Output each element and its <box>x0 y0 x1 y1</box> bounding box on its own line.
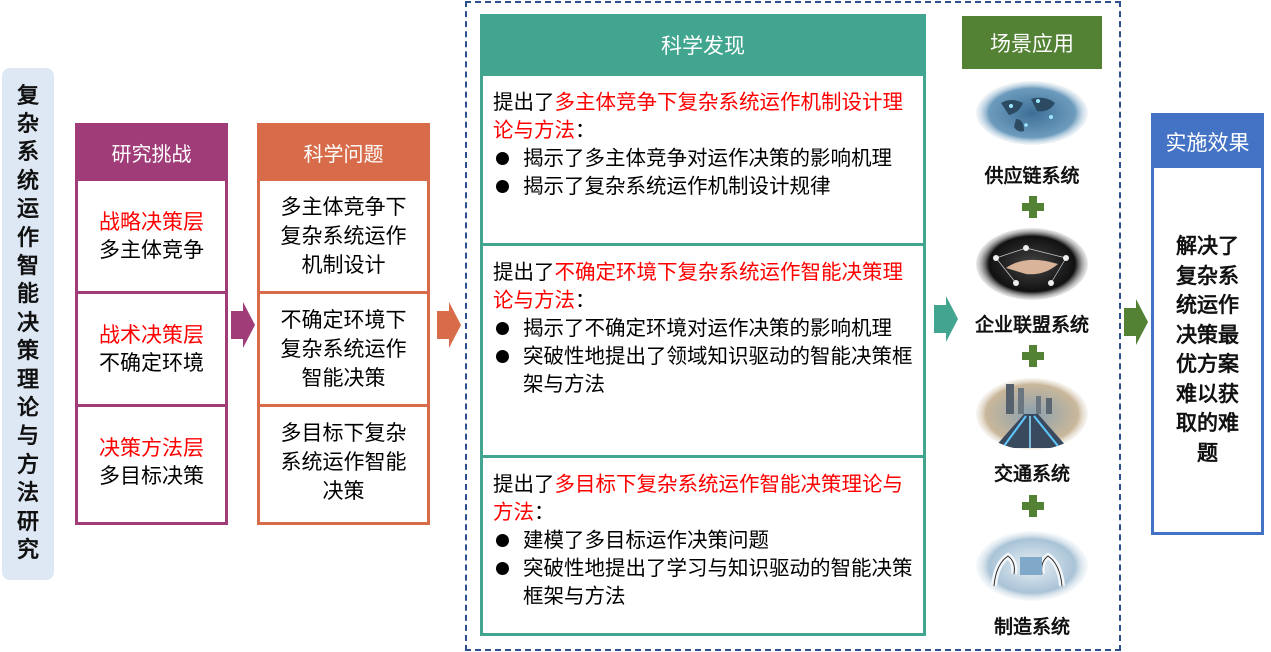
bullet-item: 突破性地提出了领域知识驱动的智能决策框架与方法 <box>493 342 913 398</box>
side-title-char: 方 <box>16 452 39 478</box>
question-line: 多主体竞争下 <box>280 194 407 219</box>
finding-highlight: 多主体竞争下复杂系统运作机制设计理论与方法 <box>493 90 903 142</box>
handshake-network-image <box>976 228 1088 300</box>
challenge-item: 决策方法层 多目标决策 <box>78 404 225 517</box>
finding-suffix: ： <box>575 118 596 142</box>
finding-bullets: 建模了多目标运作决策问题 突破性地提出了学习与知识驱动的智能决策框架与方法 <box>493 526 913 610</box>
side-title-char: 究 <box>16 538 39 564</box>
finding-lead: 提出了 <box>493 260 555 284</box>
challenge-level: 决策方法层 <box>99 436 204 460</box>
challenge-level: 战术决策层 <box>99 323 204 347</box>
finding-highlight: 不确定环境下复杂系统运作智能决策理论与方法 <box>493 260 903 312</box>
effect-header: 实施效果 <box>1154 116 1261 168</box>
challenge-desc: 多主体竞争 <box>99 238 204 262</box>
city-highway-image <box>976 378 1088 450</box>
question-line: 多目标下复杂 <box>280 420 407 445</box>
side-title-char: 智 <box>16 253 39 279</box>
finding-suffix: ： <box>534 500 555 524</box>
arrow-right-icon <box>437 302 461 348</box>
finding-lead: 提出了 <box>493 90 555 114</box>
challenge-column: 研究挑战 战略决策层 多主体竞争 战术决策层 不确定环境 决策方法层 多目标决策 <box>75 123 228 525</box>
side-title-char: 统 <box>16 168 39 194</box>
side-title-char: 作 <box>16 225 39 251</box>
finding-block: 提出了多主体竞争下复杂系统运作机制设计理论与方法： 揭示了多主体竞争对运作决策的… <box>483 73 923 243</box>
side-title-char: 运 <box>16 197 39 223</box>
effect-column: 实施效果 解决了复杂系统运作决策最优方案难以获取的难题 <box>1151 113 1264 535</box>
side-title-char: 决 <box>16 310 39 336</box>
challenge-desc: 多目标决策 <box>99 464 204 488</box>
question-line: 不确定环境下 <box>280 307 407 332</box>
bullet-item: 建模了多目标运作决策问题 <box>493 526 913 554</box>
bullet-item: 揭示了不确定环境对运作决策的影响机理 <box>493 314 913 342</box>
findings-applications-group <box>465 1 1121 651</box>
question-item: 多目标下复杂 系统运作智能 决策 <box>260 404 427 517</box>
finding-block: 提出了不确定环境下复杂系统运作智能决策理论与方法： 揭示了不确定环境对运作决策的… <box>483 243 923 455</box>
robot-arms-factory-image <box>976 531 1088 601</box>
challenge-header: 研究挑战 <box>78 126 225 178</box>
finding-title: 提出了多主体竞争下复杂系统运作机制设计理论与方法： <box>493 88 913 144</box>
side-title-char: 杂 <box>16 111 39 137</box>
question-header: 科学问题 <box>260 126 427 178</box>
scenario-header: 场景应用 <box>962 16 1102 69</box>
side-title-char: 研 <box>16 509 39 535</box>
scenario-label: 交通系统 <box>993 463 1070 485</box>
arrow-right-icon <box>934 296 958 342</box>
question-item: 多主体竞争下 复杂系统运作 机制设计 <box>260 178 427 291</box>
supply-chain-world-map-image <box>976 81 1088 145</box>
question-column: 科学问题 多主体竞争下 复杂系统运作 机制设计 不确定环境下 复杂系统运作 智能… <box>257 123 430 525</box>
side-title-char: 能 <box>16 282 39 308</box>
finding-bullets: 揭示了多主体竞争对运作决策的影响机理 揭示了复杂系统运作机制设计规律 <box>493 144 913 200</box>
question-line: 复杂系统运作 <box>280 223 407 248</box>
side-title: 复杂系统运作智能决策理论与方法研究 <box>2 68 54 580</box>
effect-body: 解决了复杂系统运作决策最优方案难以获取的难题 <box>1154 168 1261 532</box>
question-line: 决策 <box>322 478 365 503</box>
question-line: 机制设计 <box>301 252 386 277</box>
challenge-level: 战略决策层 <box>99 210 204 234</box>
scenario-label: 企业联盟系统 <box>974 314 1089 336</box>
discovery-column: 科学发现 提出了多主体竞争下复杂系统运作机制设计理论与方法： 揭示了多主体竞争对… <box>480 14 926 636</box>
side-title-char: 法 <box>16 481 39 507</box>
finding-lead: 提出了 <box>493 472 555 496</box>
finding-highlight: 多目标下复杂系统运作智能决策理论与方法 <box>493 472 903 524</box>
plus-icon <box>1022 345 1044 367</box>
finding-block: 提出了多目标下复杂系统运作智能决策理论与方法： 建模了多目标运作决策问题 突破性… <box>483 455 923 636</box>
scenario-label: 供应链系统 <box>984 165 1080 187</box>
bullet-item: 揭示了复杂系统运作机制设计规律 <box>493 172 913 200</box>
arrow-right-icon <box>1124 299 1148 345</box>
finding-suffix: ： <box>575 288 596 312</box>
challenge-item: 战略决策层 多主体竞争 <box>78 178 225 291</box>
question-line: 系统运作智能 <box>280 449 407 474</box>
bullet-item: 突破性地提出了学习与知识驱动的智能决策框架与方法 <box>493 554 913 610</box>
effect-text: 解决了复杂系统运作决策最优方案难以获取的难题 <box>1176 234 1239 465</box>
side-title-char: 理 <box>16 367 39 393</box>
side-title-char: 复 <box>16 83 39 109</box>
challenge-desc: 不确定环境 <box>99 351 204 375</box>
arrow-right-icon <box>231 302 255 348</box>
discovery-header: 科学发现 <box>483 17 923 73</box>
side-title-char: 与 <box>16 424 39 450</box>
side-title-char: 策 <box>16 339 39 365</box>
side-title-char: 系 <box>16 140 39 166</box>
question-line: 智能决策 <box>301 365 386 390</box>
question-line: 复杂系统运作 <box>280 336 407 361</box>
finding-title: 提出了多目标下复杂系统运作智能决策理论与方法： <box>493 470 913 526</box>
finding-title: 提出了不确定环境下复杂系统运作智能决策理论与方法： <box>493 258 913 314</box>
finding-bullets: 揭示了不确定环境对运作决策的影响机理 突破性地提出了领域知识驱动的智能决策框架与… <box>493 314 913 398</box>
scenario-label: 制造系统 <box>993 616 1070 638</box>
challenge-item: 战术决策层 不确定环境 <box>78 291 225 404</box>
question-item: 不确定环境下 复杂系统运作 智能决策 <box>260 291 427 404</box>
plus-icon <box>1022 495 1044 517</box>
plus-icon <box>1022 196 1044 218</box>
bullet-item: 揭示了多主体竞争对运作决策的影响机理 <box>493 144 913 172</box>
side-title-char: 论 <box>16 396 39 422</box>
